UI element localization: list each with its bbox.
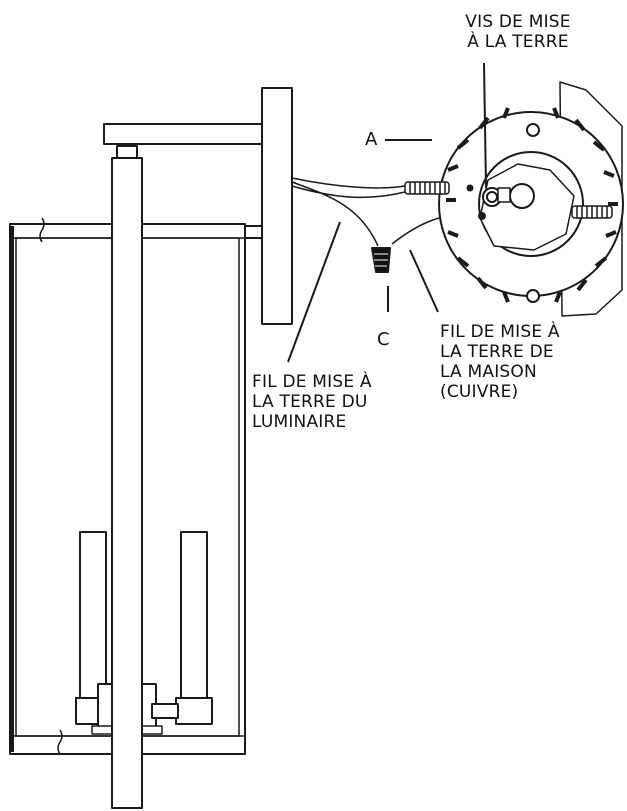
threaded-screws (404, 181, 613, 219)
wall-backplate (261, 87, 293, 325)
fixture-ground-wire-label-line: FIL DE MISE À (252, 372, 372, 392)
ground-screw-label-line: À LA TERRE (467, 32, 569, 52)
fixture-ground-wire-label-line: LA TERRE DU (252, 392, 368, 412)
house-ground-wire-label-line: (CUIVRE) (440, 382, 519, 402)
mounting-arm (103, 123, 265, 145)
part-c-label: C (377, 329, 390, 350)
house-ground-wire-label-line: FIL DE MISE À (440, 322, 560, 342)
house-ground-wire-label-line: LA MAISON (440, 362, 537, 382)
wire-connector (371, 247, 391, 273)
candle-sockets (75, 531, 213, 735)
leader-lines (287, 62, 487, 363)
ground-screw-label-line: VIS DE MISE (465, 12, 571, 32)
part-a-label: A (365, 129, 378, 150)
house-ground-wire-label: FIL DE MISE À LA TERRE DE LA MAISON (CUI… (440, 322, 560, 402)
fixture-ground-wire-label-line: LUMINAIRE (252, 412, 347, 432)
lantern-stem (111, 145, 143, 809)
fixture-ground-wire-label: FIL DE MISE À LA TERRE DU LUMINAIRE (252, 372, 372, 432)
ground-screw-label: VIS DE MISE À LA TERRE (452, 12, 584, 52)
mounting-plate (438, 81, 624, 317)
house-ground-wire-label-line: LA TERRE DE (440, 342, 554, 362)
